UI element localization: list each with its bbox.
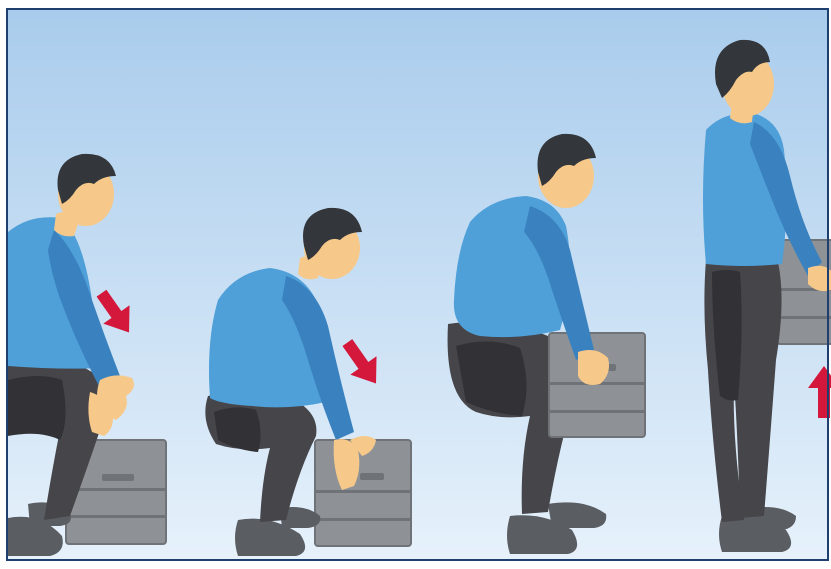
box-3 <box>549 333 645 437</box>
box-2 <box>315 440 411 546</box>
